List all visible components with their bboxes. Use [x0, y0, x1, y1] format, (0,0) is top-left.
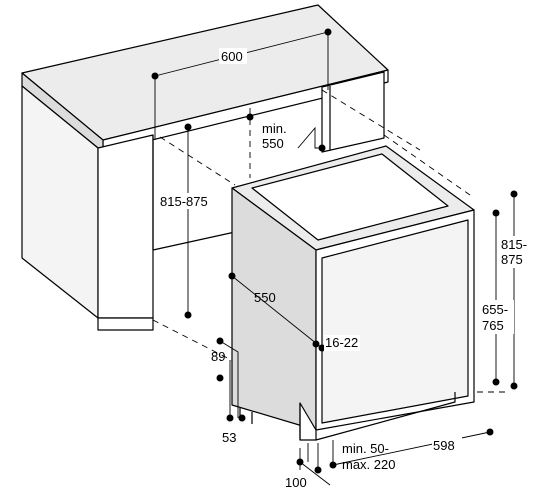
label-max-220: max. 220	[342, 457, 395, 472]
label-550-depth: 550	[254, 290, 276, 305]
label-min-550-line2: 550	[262, 136, 284, 151]
dimension-labels: 600 min. 550 815-875 550 16-22 89 53 815…	[158, 48, 532, 490]
dishwasher-door	[321, 219, 469, 424]
label-min-50: min. 50-	[342, 441, 389, 456]
label-89: 89	[211, 349, 225, 364]
dishwasher	[231, 145, 475, 441]
label-815-875-left: 815-875	[160, 194, 208, 209]
label-815-right: 815-	[501, 237, 527, 252]
cabinet-front-strip	[97, 134, 154, 319]
dimensions	[151, 28, 518, 486]
dishwasher-top-recess	[251, 153, 449, 241]
cabinet-plinth	[97, 317, 154, 331]
label-600: 600	[221, 49, 243, 64]
cabinet	[21, 4, 389, 331]
label-765: 765	[482, 318, 504, 333]
label-53: 53	[222, 430, 236, 445]
label-100: 100	[285, 475, 307, 490]
label-655: 655-	[482, 302, 508, 317]
label-min-550-line1: min.	[262, 121, 287, 136]
label-598: 598	[433, 438, 455, 453]
label-16-22: 16-22	[325, 335, 358, 350]
label-875-right: 875	[501, 252, 523, 267]
cabinet-right-panel	[321, 71, 385, 153]
niche-rear-line	[152, 135, 236, 251]
